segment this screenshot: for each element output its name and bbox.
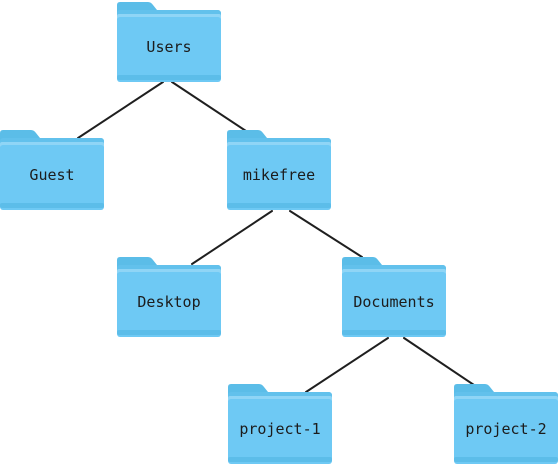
folder-icon <box>117 2 221 82</box>
folder-guest[interactable]: Guest <box>0 130 104 210</box>
edge-mikefree-to-documents <box>289 210 363 258</box>
folder-mikefree[interactable]: mikefree <box>227 130 331 210</box>
folder-label-documents: Documents <box>353 293 434 311</box>
folder-label-mikefree: mikefree <box>243 166 315 184</box>
folder-documents[interactable]: Documents <box>342 257 446 337</box>
edge-documents-to-project-1 <box>305 337 389 393</box>
folder-label-project-2: project-2 <box>465 420 546 438</box>
folder-project-2[interactable]: project-2 <box>454 384 558 464</box>
folder-icon <box>228 384 332 464</box>
folder-project-1[interactable]: project-1 <box>228 384 332 464</box>
edge-mikefree-to-desktop <box>191 210 273 265</box>
edge-users-to-guest <box>77 81 164 139</box>
folder-label-guest: Guest <box>29 166 74 184</box>
folder-users[interactable]: Users <box>117 2 221 82</box>
tree-edges <box>77 81 475 393</box>
folder-icon <box>117 257 221 337</box>
folder-icon <box>454 384 558 464</box>
edge-documents-to-project-2 <box>403 337 475 386</box>
folder-icon <box>227 130 331 210</box>
folder-label-desktop: Desktop <box>137 293 200 311</box>
folder-icon <box>0 130 104 210</box>
folder-desktop[interactable]: Desktop <box>117 257 221 337</box>
edge-users-to-mikefree <box>171 81 247 132</box>
folder-icon <box>342 257 446 337</box>
folder-label-users: Users <box>146 38 191 56</box>
folder-label-project-1: project-1 <box>239 420 320 438</box>
